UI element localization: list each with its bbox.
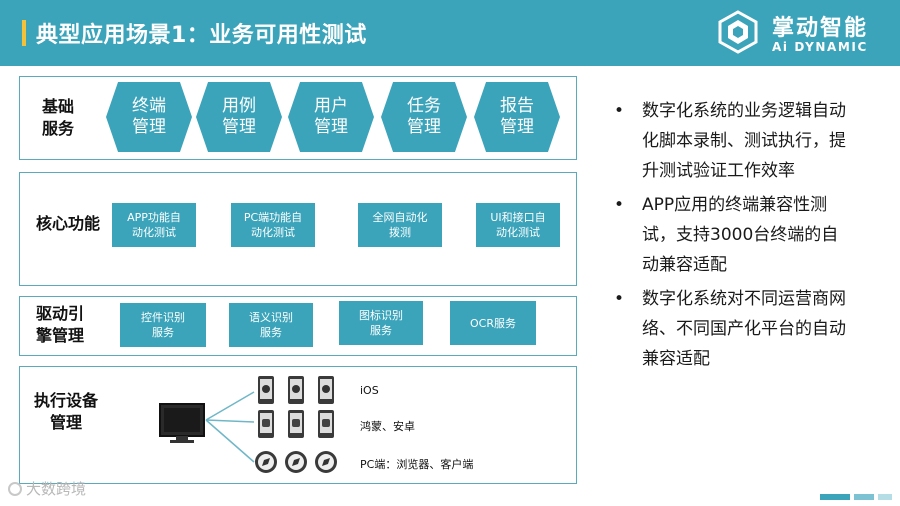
bullet-item: •数字化系统的业务逻辑自动化脚本录制、测试执行，提升测试验证工作效率: [614, 101, 846, 181]
driver-engine-label: 驱动引 擎管理: [35, 304, 84, 345]
tile-icon-recognition[interactable]: 图标识别服务: [339, 301, 423, 345]
watermark: 大数跨境: [8, 478, 86, 499]
connector-lines: [205, 391, 255, 463]
compass-icon: [255, 451, 337, 473]
title-accent-bar: [22, 20, 26, 46]
footer-bar-3: [878, 494, 892, 500]
bullet-item: •APP应用的终端兼容性测试，支持3000台终端的自动兼容适配: [614, 195, 839, 275]
bullet-list: •数字化系统的业务逻辑自动化脚本录制、测试执行，提升测试验证工作效率 •APP应…: [612, 96, 852, 378]
device-tree: [159, 376, 337, 473]
hex-report-management[interactable]: 报告管理: [474, 82, 560, 152]
footer-bar-1: [820, 494, 850, 500]
logo-mark-icon: [718, 10, 758, 54]
tile-network-dialtest[interactable]: 全网自动化拨测: [358, 203, 442, 247]
core-functions-label: 核心功能: [35, 214, 100, 233]
apple-phone-icon: [258, 376, 334, 404]
device-label-ios: iOS: [360, 384, 379, 397]
exec-devices-label: 执行设备 管理: [33, 391, 98, 432]
hex-task-management[interactable]: 任务管理: [381, 82, 467, 152]
monitor-icon: [159, 403, 205, 443]
tile-semantic-recognition[interactable]: 语义识别服务: [229, 303, 313, 347]
company-logo: 掌动智能 Ai DYNAMIC: [716, 10, 888, 58]
device-label-android: 鸿蒙、安卓: [360, 420, 415, 433]
bullet-item: •数字化系统对不同运营商网络、不同国产化平台的自动兼容适配: [614, 289, 846, 369]
tile-control-recognition[interactable]: 控件识别服务: [120, 303, 206, 347]
basic-services-label: 基础 服务: [41, 97, 74, 138]
logo-cn-text: 掌动智能: [772, 16, 869, 41]
tile-pc-automation[interactable]: PC端功能自动化测试: [231, 203, 315, 247]
header-banner: 典型应用场景1：业务可用性测试 掌动智能 Ai DYNAMIC: [0, 0, 900, 66]
device-label-pc: PC端：浏览器、客户端: [360, 458, 474, 471]
page-title: 典型应用场景1：业务可用性测试: [36, 23, 367, 48]
android-phone-icon: [258, 410, 334, 438]
tile-ui-api-automation[interactable]: UI和接口自动化测试: [476, 203, 560, 247]
watermark-logo-icon: [8, 482, 22, 496]
tile-app-automation[interactable]: APP功能自动化测试: [112, 203, 196, 247]
logo-en-text: Ai DYNAMIC: [772, 40, 868, 54]
hex-terminal-management[interactable]: 终端管理: [106, 82, 192, 152]
tile-ocr-service[interactable]: OCR服务: [450, 301, 536, 345]
hex-user-management[interactable]: 用户管理: [288, 82, 374, 152]
footer-bar-2: [854, 494, 874, 500]
hex-case-management[interactable]: 用例管理: [196, 82, 282, 152]
